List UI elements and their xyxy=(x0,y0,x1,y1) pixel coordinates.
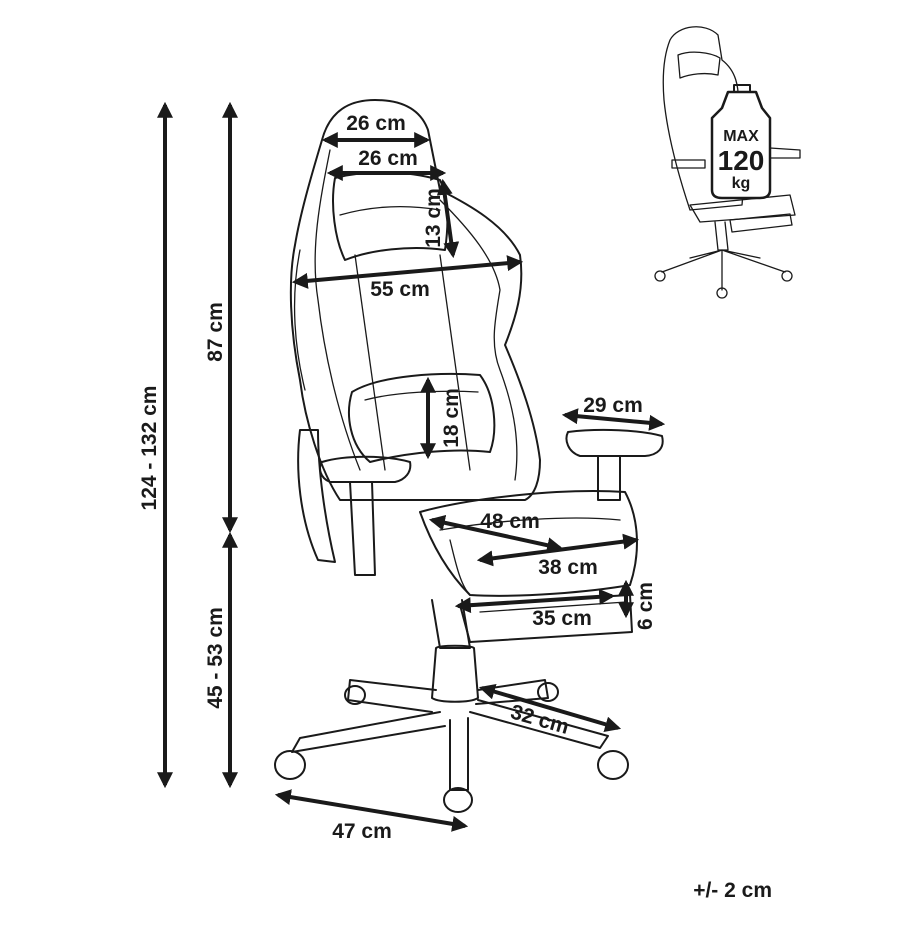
max-load-line1: MAX xyxy=(723,128,759,145)
base-leg-front xyxy=(449,717,469,791)
dim-headpillow-height-line xyxy=(436,178,460,259)
gas-lift xyxy=(431,599,471,649)
label-headrest-top-width: 26 cm xyxy=(346,112,406,135)
backrest-inner-right xyxy=(439,199,518,481)
backrest-side-wing-left xyxy=(293,249,306,391)
mini-chair-armrest-left xyxy=(671,159,706,169)
label-armrest-length: 29 cm xyxy=(583,394,643,417)
mini-caster-2 xyxy=(716,287,728,299)
max-load-line3: kg xyxy=(732,175,751,192)
dim-armrest-line xyxy=(561,408,666,431)
backrest-shell xyxy=(289,99,541,501)
max-load-line2: 120 xyxy=(718,145,765,176)
dim-footrest-width-line xyxy=(454,588,616,614)
mini-chair-armrest-right xyxy=(769,147,801,159)
chair-illustration xyxy=(274,99,664,813)
lumbar-pillow-seam xyxy=(364,390,479,401)
tolerance-note: +/- 2 cm xyxy=(693,879,772,902)
label-backrest-height: 87 cm xyxy=(204,302,227,362)
label-seat-height: 45 - 53 cm xyxy=(204,607,227,709)
label-shoulder-width: 55 cm xyxy=(370,278,430,301)
label-headpillow-width: 26 cm xyxy=(358,147,418,170)
label-footrest-width: 35 cm xyxy=(532,607,592,630)
seat-front-edge xyxy=(449,539,471,596)
weight-icon-handle xyxy=(733,84,751,93)
caster-rear-left xyxy=(344,685,366,705)
max-load-illustration: MAX 120 kg xyxy=(654,26,801,299)
backrest-center-stripe-left xyxy=(354,254,386,471)
label-headpillow-height: 13 cm xyxy=(422,188,445,248)
armrest-left-pad xyxy=(319,455,412,483)
base-leg-rear-left xyxy=(347,679,437,713)
backrest-center-stripe-right xyxy=(439,254,471,471)
head-pillow-strap xyxy=(339,206,441,216)
armrest-right-post xyxy=(597,455,621,501)
base-leg-front-left xyxy=(291,711,446,753)
mini-caster-1 xyxy=(654,270,666,282)
mini-chair-base xyxy=(661,249,786,291)
mini-chair-gas-lift xyxy=(714,221,729,251)
label-seat-width: 48 cm xyxy=(480,510,540,533)
armrest-right-pad xyxy=(565,428,664,457)
weight-icon-body xyxy=(710,90,772,200)
label-lumbar-height: 18 cm xyxy=(440,388,463,448)
label-total-height: 124 - 132 cm xyxy=(138,386,161,511)
dim-shoulder-width-line xyxy=(291,255,524,289)
dimension-lines xyxy=(157,101,666,832)
label-seat-depth: 38 cm xyxy=(538,556,598,579)
lumbar-pillow xyxy=(348,373,496,463)
dim-base-width-line xyxy=(274,789,469,832)
caster-left xyxy=(274,750,306,780)
mini-caster-3 xyxy=(781,270,793,282)
backrest-inner-left xyxy=(314,149,361,471)
label-footrest-height: 6 cm xyxy=(634,582,657,630)
gas-lift-cover xyxy=(431,644,479,703)
dim-seat-depth-line xyxy=(476,533,640,567)
dim-base-leg-line xyxy=(478,683,622,733)
mini-chair-footrest xyxy=(729,213,793,233)
caster-front xyxy=(443,787,473,813)
weight-icon xyxy=(710,84,772,200)
label-base-width: 47 cm xyxy=(332,820,392,843)
caster-right xyxy=(597,750,629,780)
backrest-side-frame xyxy=(297,429,336,563)
mini-chair-pillow xyxy=(677,51,721,79)
armrest-left-post xyxy=(349,481,376,576)
